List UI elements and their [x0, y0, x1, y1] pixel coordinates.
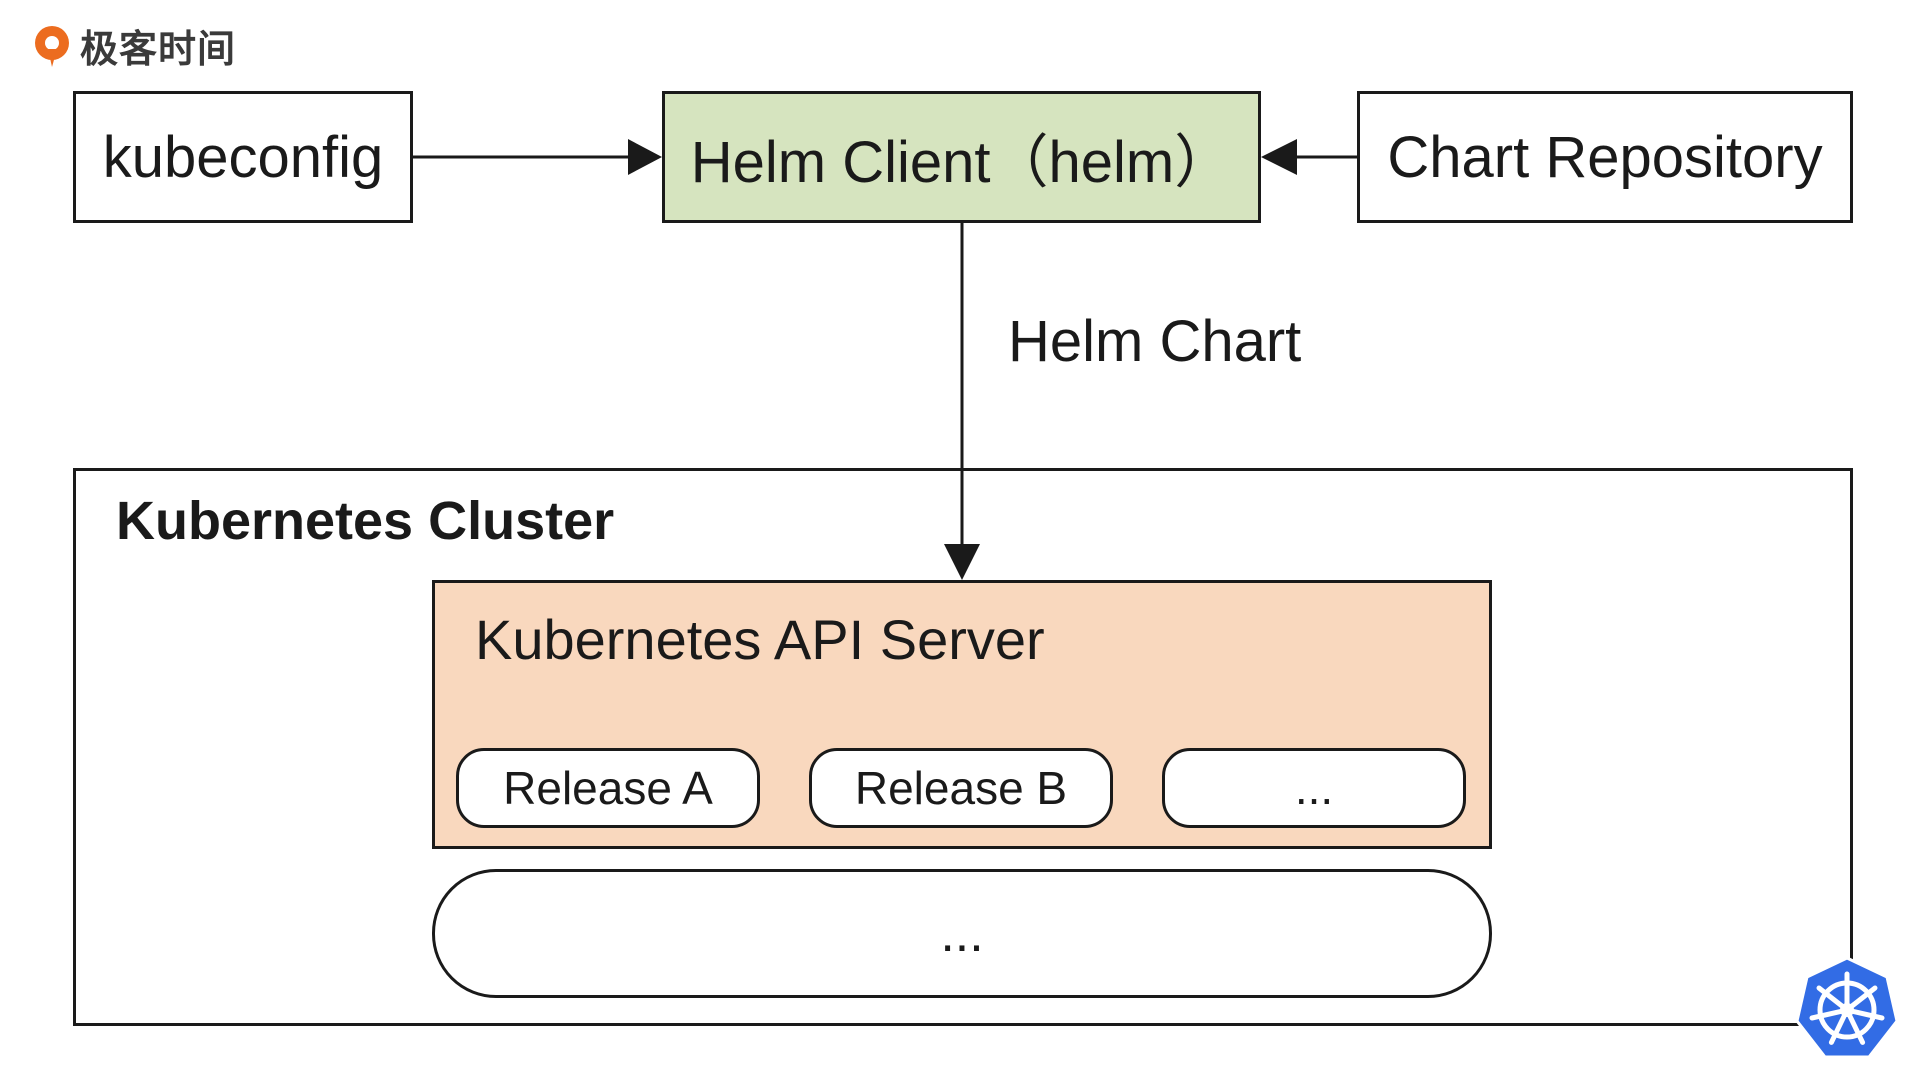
helm-client-box: Helm Client（helm） [662, 91, 1261, 223]
api-server-title: Kubernetes API Server [475, 608, 1045, 671]
chart-repository-box: Chart Repository [1357, 91, 1853, 223]
arrowhead-kubeconfig [628, 139, 662, 175]
brand-logo-text: 极客时间 [80, 29, 237, 71]
chart-repository-label: Chart Repository [1387, 124, 1823, 190]
kubernetes-cluster-box [73, 468, 1853, 1026]
kubeconfig-box: kubeconfig [73, 91, 413, 223]
cluster-more-pill: ... [432, 869, 1492, 998]
cluster-more-label: ... [940, 904, 984, 963]
release-b-label: Release B [854, 762, 1068, 814]
release-a-pill: Release A [456, 748, 760, 828]
kubernetes-cluster-title: Kubernetes Cluster [116, 491, 615, 551]
helm-chart-edge-label: Helm Chart [1008, 309, 1302, 374]
brand-logo: 极客时间 [30, 18, 236, 73]
kubeconfig-label: kubeconfig [102, 124, 384, 190]
arrowhead-api-server [944, 544, 980, 580]
release-more-pill: ... [1162, 748, 1466, 828]
release-b-pill: Release B [809, 748, 1113, 828]
helm-client-label: Helm Client（helm） [690, 130, 1233, 195]
release-more-label: ... [1294, 762, 1334, 814]
arrowhead-chart-repo [1261, 139, 1297, 175]
release-a-label: Release A [503, 762, 713, 814]
geektime-logo-icon [35, 25, 69, 67]
